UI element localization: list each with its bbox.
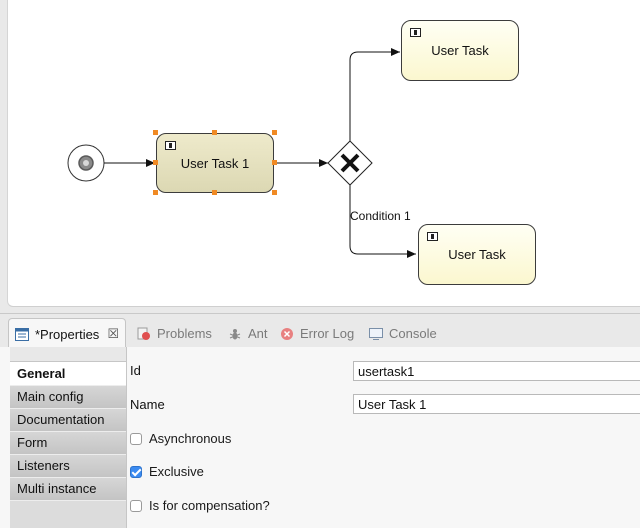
tab-problems[interactable]: Problems <box>137 319 212 347</box>
selection-handle[interactable] <box>212 190 217 195</box>
selection-handle[interactable] <box>272 130 277 135</box>
id-label: Id <box>130 363 141 378</box>
user-task-1[interactable]: User Task 1 <box>156 133 274 193</box>
tab-error-log[interactable]: Error Log <box>280 319 354 347</box>
sidebar-item-multi-instance[interactable]: Multi instance <box>10 478 126 501</box>
name-field[interactable] <box>353 394 640 414</box>
ant-icon <box>228 327 242 340</box>
tab-label: Console <box>389 325 437 341</box>
asynchronous-row: Asynchronous <box>130 431 231 446</box>
selection-handle[interactable] <box>153 190 158 195</box>
selection-handle[interactable] <box>153 160 158 165</box>
console-icon <box>369 327 383 340</box>
user-task-top[interactable]: User Task <box>401 20 519 81</box>
sequence-flow-gateway-to-bottom-task[interactable] <box>349 185 416 258</box>
sidebar-item-main-config[interactable]: Main config <box>10 386 126 409</box>
properties-panel: General Main config Documentation Form L… <box>0 347 640 528</box>
tab-label: Ant <box>248 325 268 341</box>
sidebar-item-listeners[interactable]: Listeners <box>10 455 126 478</box>
task-label: User Task <box>431 43 489 58</box>
tab-properties[interactable]: *Properties ☒ <box>8 318 126 349</box>
task-label: User Task <box>448 247 506 262</box>
properties-sidebar: General Main config Documentation Form L… <box>10 347 127 528</box>
tab-ant[interactable]: Ant <box>228 319 268 347</box>
start-event[interactable] <box>67 144 105 182</box>
asynchronous-label: Asynchronous <box>149 431 232 446</box>
problems-icon <box>137 327 151 340</box>
user-task-icon <box>427 232 438 241</box>
asynchronous-checkbox[interactable] <box>130 432 142 445</box>
selection-handle[interactable] <box>212 130 217 135</box>
diagram-connections <box>67 48 416 258</box>
tab-label: *Properties <box>35 326 100 342</box>
selection-handle[interactable] <box>272 160 277 165</box>
properties-icon <box>15 327 29 341</box>
user-task-bottom[interactable]: User Task <box>418 224 536 285</box>
user-task-icon <box>165 141 176 150</box>
name-label: Name <box>130 397 165 412</box>
exclusive-row: Exclusive <box>130 464 204 479</box>
id-field[interactable] <box>353 361 640 381</box>
compensation-row: Is for compensation? <box>130 498 270 513</box>
selection-handle[interactable] <box>272 190 277 195</box>
view-tab-bar: *Properties ☒ Problems Ant Error Log Con… <box>0 313 640 351</box>
sidebar-item-documentation[interactable]: Documentation <box>10 409 126 432</box>
sequence-flow-gateway-to-top-task[interactable] <box>349 48 400 141</box>
tab-label: Error Log <box>300 325 355 341</box>
diagram-canvas[interactable]: User Task 1 User Task User Task Conditio… <box>7 0 640 307</box>
user-task-icon <box>410 28 421 37</box>
condition-label[interactable]: Condition 1 <box>350 209 411 223</box>
selection-handle[interactable] <box>153 130 158 135</box>
close-icon[interactable]: ☒ <box>107 326 119 341</box>
compensation-checkbox[interactable] <box>130 499 142 512</box>
tab-label: Problems <box>157 325 212 341</box>
exclusive-label: Exclusive <box>149 464 204 479</box>
sidebar-item-general[interactable]: General <box>10 362 126 386</box>
tab-console[interactable]: Console <box>369 319 437 347</box>
task-label: User Task 1 <box>180 155 250 171</box>
exclusive-checkbox[interactable] <box>130 465 142 478</box>
exclusive-gateway[interactable] <box>327 140 373 186</box>
error-log-icon <box>280 327 294 340</box>
sidebar-item-form[interactable]: Form <box>10 432 126 455</box>
sidebar-header <box>10 347 126 362</box>
compensation-label: Is for compensation? <box>149 498 270 513</box>
